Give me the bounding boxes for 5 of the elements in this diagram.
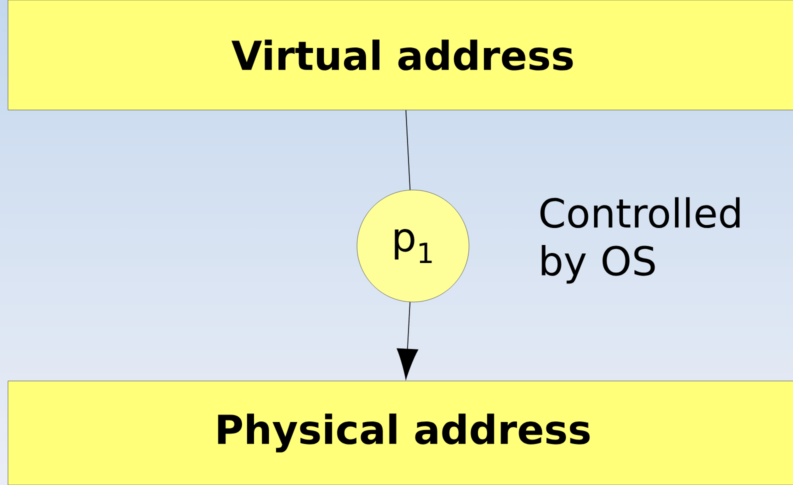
arrow	[396, 302, 418, 380]
address-box: Physical address	[8, 380, 793, 485]
annotation-text: Controlled by OS	[540, 197, 740, 284]
connector-line	[406, 110, 410, 190]
address-box: Virtual address	[8, 0, 793, 110]
